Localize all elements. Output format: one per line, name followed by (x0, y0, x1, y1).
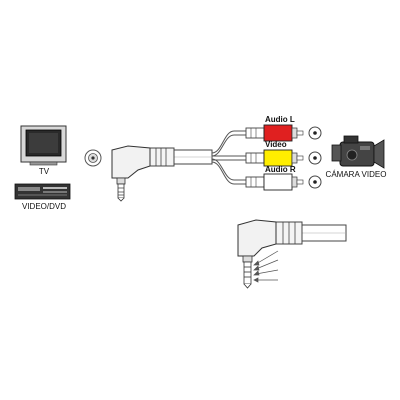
vcr-dvd-icon (14, 183, 71, 200)
rca-plug-audio-l (245, 124, 304, 142)
rca-socket-icon (308, 126, 322, 189)
tv-label: TV (39, 167, 50, 176)
audio-r-label: Audio R (265, 165, 296, 174)
rca-plug-audio-r (245, 173, 304, 191)
video-dvd-label: VIDEO/DVD (22, 202, 66, 211)
camcorder-label: CÁMARA VIDEO (326, 170, 387, 179)
tv-icon (20, 125, 67, 166)
rca-plug-video (245, 149, 304, 167)
camcorder-icon (331, 135, 385, 169)
minijack-plug-detail (237, 219, 347, 289)
audio-l-label: Audio L (265, 115, 295, 124)
cable-splitter (211, 130, 246, 185)
minijack-plug-icon (111, 145, 213, 202)
contact-leader-lines (253, 250, 279, 283)
av-input-socket-icon (84, 149, 102, 167)
video-label: Video (265, 140, 287, 149)
